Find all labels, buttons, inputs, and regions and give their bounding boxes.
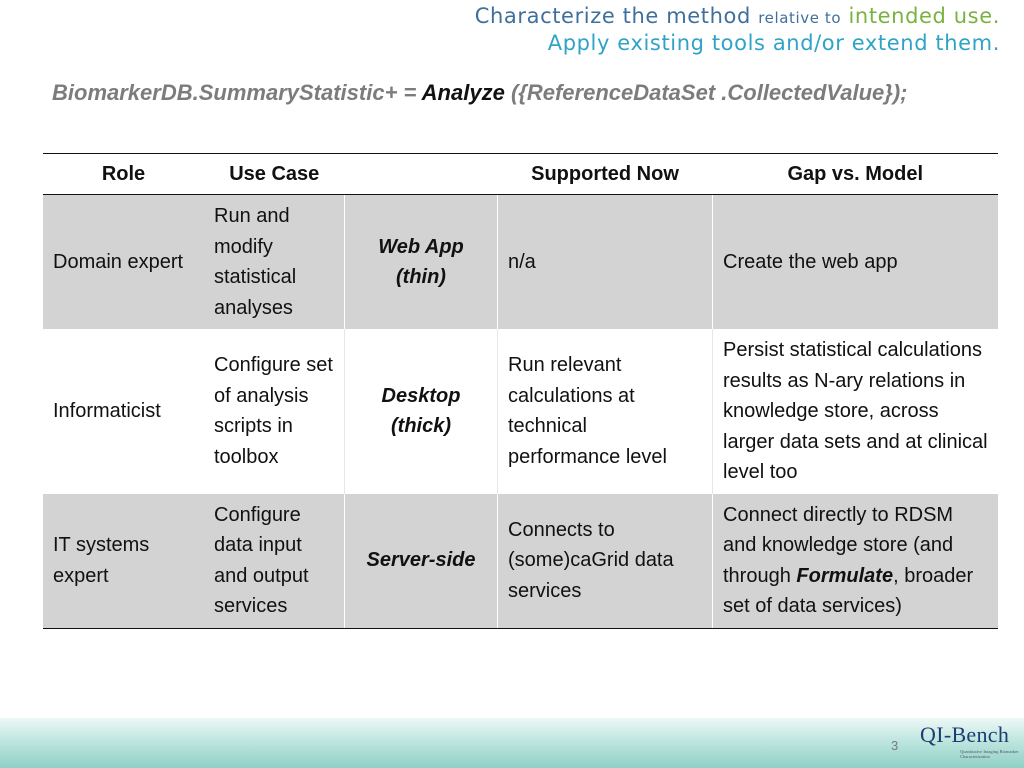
cell-role: Domain expert <box>43 194 204 329</box>
cell-use-case: Configure data input and output services <box>204 493 345 629</box>
roles-table: Role Use Case Supported Now Gap vs. Mode… <box>43 153 998 629</box>
gap-text-end: , broader set of data services) <box>723 564 974 618</box>
cell-supported-now: n/a <box>497 194 713 329</box>
header-supported-now: Supported Now <box>497 153 713 195</box>
qi-bench-logo: QI-Bench Quantitative Imaging Biomarker … <box>920 720 1020 764</box>
cell-use-case: Configure set of analysis scripts in too… <box>214 354 333 468</box>
formula-close: }); <box>884 80 908 105</box>
gap-text-start: Connect directly to RDSM and knowledge s… <box>723 503 954 587</box>
formula-function: Analyze <box>421 80 505 105</box>
header-tool <box>344 153 498 195</box>
formula-open: ({ <box>510 80 527 105</box>
logo-subtitle: Quantitative Imaging Biomarker Character… <box>960 749 1019 759</box>
cell-use-case: Run and modify statistical analyses <box>204 194 345 329</box>
header-gap: Gap vs. Model <box>712 153 998 195</box>
page-number: 3 <box>891 738 899 753</box>
header-use-case: Use Case <box>204 153 345 195</box>
gap-emphasis: Formulate <box>796 564 894 587</box>
cell-gap: Connect directly to RDSM and knowledge s… <box>712 493 998 629</box>
table-header-row: Role Use Case Supported Now Gap vs. Mode… <box>43 153 998 195</box>
tagline-text-c: intended use. <box>848 4 1000 28</box>
cell-gap: Persist statistical calculations results… <box>712 329 998 494</box>
logo-text: QI-Bench <box>920 722 1010 747</box>
table-row: Domain expert Run and modify statistical… <box>43 194 998 329</box>
formula-argument: ReferenceDataSet .CollectedValue <box>526 80 885 105</box>
tagline-line-2: Apply existing tools and/or extend them. <box>547 31 1000 55</box>
header-role: Role <box>43 153 204 195</box>
cell-tool: Desktop (thick) <box>344 329 498 494</box>
table-row: Informaticist Configure set of analysis … <box>43 329 998 494</box>
table-row: IT systems expert Configure data input a… <box>43 493 998 629</box>
formula-lhs: BiomarkerDB.SummaryStatistic+ = <box>52 80 417 105</box>
cell-supported-now: Connects to (some)caGrid data services <box>497 493 713 629</box>
cell-supported-now: Run relevant calculations at technical p… <box>497 329 713 494</box>
cell-tool: Web App (thin) <box>344 194 498 329</box>
cell-tool: Server-side <box>344 493 498 629</box>
tagline-text-b: relative to <box>758 9 842 27</box>
tagline-text-a: Characterize the method <box>474 4 751 28</box>
formula-heading: BiomarkerDB.SummaryStatistic+ = Analyze … <box>52 80 1012 106</box>
cell-role: IT systems expert <box>43 493 204 629</box>
cell-role: Informaticist <box>53 400 161 422</box>
tagline-line-1: Characterize the method relative to inte… <box>475 4 1000 28</box>
cell-gap: Create the web app <box>712 194 998 329</box>
footer-band <box>0 718 1024 768</box>
